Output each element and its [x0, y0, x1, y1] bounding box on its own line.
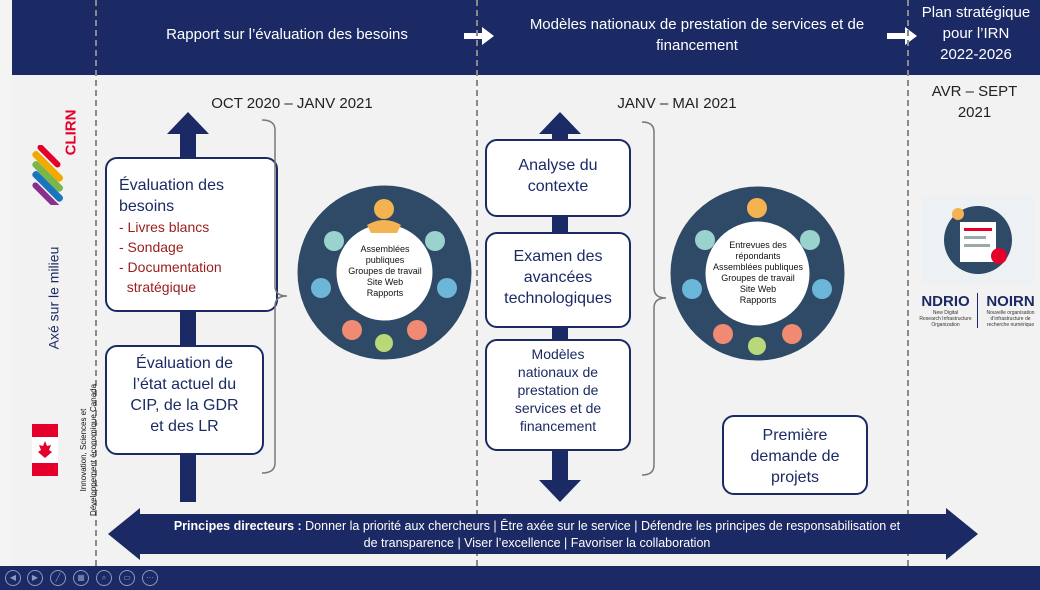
- slideshow-toolbar: ◀ ▶ ╱ ▦ ⌕ ▭ ⋯: [0, 566, 1040, 590]
- principles-arrow: [108, 508, 978, 560]
- subtitles-icon[interactable]: ▭: [119, 570, 135, 586]
- bracket: [261, 119, 288, 474]
- national-models-box: Modèles nationaux de prestation de servi…: [485, 339, 631, 451]
- divider: [907, 0, 909, 566]
- bracket: [641, 121, 667, 476]
- people-circle: Entrevues des répondants Assemblées publ…: [670, 186, 845, 361]
- context-box: Analyse du contexte: [485, 139, 631, 217]
- needs-assessment-box: Évaluation des besoins - Livres blancs -…: [105, 157, 278, 312]
- principles-text: Principes directeurs : Donner la priorit…: [173, 519, 901, 550]
- stage2-title: Modèles nationaux de prestation de servi…: [529, 16, 865, 54]
- first-call-box: Première demande de projets: [722, 415, 868, 495]
- period-3: AVR – SEPT 2021: [931, 83, 1018, 121]
- zoom-icon[interactable]: ⌕: [96, 570, 112, 586]
- pen-icon[interactable]: ╱: [50, 570, 66, 586]
- forward-icon[interactable]: ▶: [27, 570, 43, 586]
- stage1-title: Rapport sur l’évaluation des besoins: [166, 26, 408, 43]
- back-icon[interactable]: ◀: [5, 570, 21, 586]
- period-2: JANV – MAI 2021: [617, 95, 737, 112]
- header-bar: Rapport sur l’évaluation des besoins Mod…: [12, 0, 1040, 75]
- arrow-right-icon: [464, 26, 496, 52]
- divider: [476, 0, 478, 566]
- period-1: OCT 2020 – JANV 2021: [211, 95, 373, 112]
- canada-flag-icon: [32, 424, 58, 476]
- divider: [95, 0, 97, 566]
- stage3-title: Plan stratégique pour l’IRN 2022-2026: [921, 4, 1031, 63]
- current-state-box: Évaluation de l’état actuel du CIP, de l…: [105, 345, 264, 455]
- axis-label: Axé sur le milieu: [45, 246, 62, 350]
- more-icon[interactable]: ⋯: [142, 570, 158, 586]
- people-circle: Assemblées publiques Groupes de travail …: [297, 185, 472, 360]
- slides-icon[interactable]: ▦: [73, 570, 89, 586]
- ised-label: Innovation, Sciences et Développement éc…: [79, 383, 98, 517]
- slide: Rapport sur l’évaluation des besoins Mod…: [12, 0, 1040, 566]
- clirn-logo: [24, 144, 72, 210]
- clirn-label: CLIRN: [62, 109, 80, 156]
- strategy-plan-icon: [922, 196, 1034, 284]
- tech-review-box: Examen des avancées technologiques: [485, 232, 631, 328]
